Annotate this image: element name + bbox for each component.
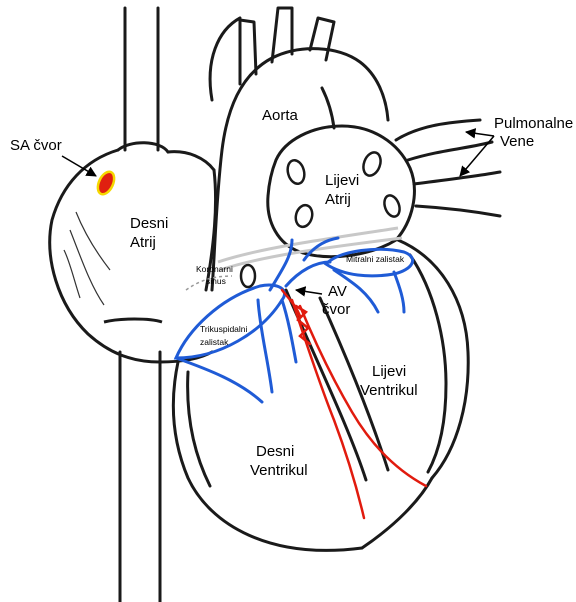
apex [362, 478, 432, 548]
coronary-sinus-label-2: sinus [206, 276, 226, 286]
right-ventricle-inner [188, 372, 210, 486]
left-atrium-label-2: Atrij [325, 191, 351, 208]
coronary-sinus-opening [241, 265, 255, 287]
left-atrium-label-1: Lijevi [325, 172, 359, 189]
right-atrium-label-1: Desni [130, 215, 168, 232]
pulmonary-ostium-3 [293, 203, 314, 228]
pulmonary-vein-2 [408, 142, 492, 160]
mitral-valve-label: Mitralni zalistak [346, 254, 405, 264]
atrium-sketch-2 [70, 230, 104, 305]
pulmonary-veins-label-2: Vene [500, 133, 534, 150]
pulmonary-veins-arrow-1 [460, 136, 494, 176]
pulmonary-trunk [210, 18, 240, 100]
tricuspid-valve-label-2: zalistak [200, 337, 229, 347]
pulmonary-ostium-2 [360, 150, 383, 178]
pulmonary-veins-arrow-2 [466, 132, 494, 136]
left-ventricle-inner-wall [410, 255, 446, 472]
aorta-right-wall [322, 88, 334, 128]
aortic-branch-3 [310, 18, 334, 60]
aorta-label: Aorta [262, 107, 299, 124]
right-atrium-label-2: Atrij [130, 234, 156, 251]
sa-node-label: SA čvor [10, 137, 62, 154]
right-atrium-outline [50, 150, 212, 362]
pulmonary-veins-label-1: Pulmonalne [494, 115, 573, 132]
pulmonary-vein-4 [416, 206, 500, 216]
atrium-sketch-3 [76, 212, 110, 270]
aortic-branch-1 [240, 20, 256, 84]
superior-vena-cava [125, 8, 158, 150]
left-ventricle-label-2: Ventrikul [360, 382, 418, 399]
right-ventricle-label-1: Desni [256, 443, 294, 460]
right-ventricle-label-2: Ventrikul [250, 462, 308, 479]
left-ventricle-outline [398, 240, 468, 478]
mitral-chorda-2 [394, 272, 404, 312]
av-node-label-2: čvor [322, 301, 350, 318]
tricuspid-valve-label-1: Trikuspidalni [200, 324, 248, 334]
av-node-label-1: AV [328, 283, 347, 300]
av-node-arrow [296, 290, 322, 294]
inferior-vena-cava [120, 352, 160, 602]
atrium-sketch-1 [64, 250, 80, 298]
coronary-sinus-label-1: Koronarni [196, 264, 233, 274]
conduction-branch-2 [286, 262, 330, 286]
right-atrium-top [168, 152, 214, 170]
left-ventricle-label-1: Lijevi [372, 363, 406, 380]
pulmonary-ostium-4 [382, 193, 403, 218]
tricuspid-valve-ring [176, 285, 285, 358]
pulmonary-vein-1 [396, 120, 480, 140]
sa-node-marker [95, 169, 118, 197]
ivc-opening [104, 319, 162, 322]
pulmonary-ostium-1 [285, 158, 307, 185]
pulmonary-vein-3 [414, 172, 500, 184]
